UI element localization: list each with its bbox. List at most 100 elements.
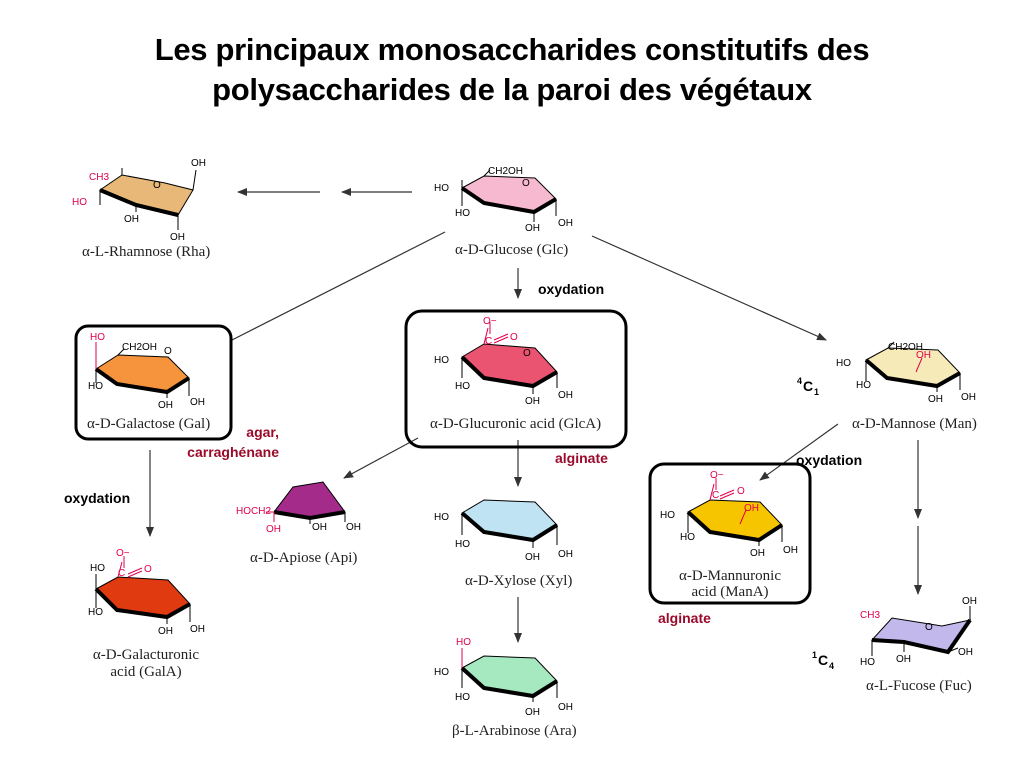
title-line-2: polysaccharides de la paroi des végétaux xyxy=(212,72,812,107)
fucose-ho-label: HO xyxy=(860,657,875,668)
conformation-1c4: 1 C 4 xyxy=(812,650,834,671)
mannuronic-oh-red-label: OH xyxy=(744,503,759,514)
mannuronic-caption-line-2: acid (ManA) xyxy=(691,584,768,600)
reaction-arrows xyxy=(146,188,922,643)
conf-4c1-subscript: 1 xyxy=(814,387,819,397)
arrow-glucose-to-mannose xyxy=(591,235,827,341)
arabinose-ring-front-edge xyxy=(460,666,559,699)
galacturonic-bond-1 xyxy=(117,561,123,578)
galacturonic-ho2-label: HO xyxy=(88,607,103,618)
glucuronic-o-dbl-label: O xyxy=(510,332,518,343)
conf-1c4-subscript: 4 xyxy=(829,661,834,671)
glucuronic-c-label: C xyxy=(485,336,492,347)
glucose-bond-1 xyxy=(483,169,491,177)
fucose-o-label: O xyxy=(925,622,933,633)
rhamnose-o-label: O xyxy=(153,180,161,191)
glucose-ch2oh-label: CH2OH xyxy=(488,166,523,177)
galacturonic-o-minus-label: O− xyxy=(116,548,130,559)
glucuronic-bond-3 xyxy=(493,333,509,341)
glucuronic-molecule: O− C O O HO HO OH OH α-D-Glucuronic acid… xyxy=(430,316,601,432)
galacturonic-c-label: C xyxy=(118,568,125,579)
highlight-boxes xyxy=(74,309,812,605)
mannuronic-o-dbl-label: O xyxy=(737,486,745,497)
conf-1c4-superscript: 1 xyxy=(812,650,817,660)
arrow-glucuronic-to-apiose xyxy=(343,437,419,479)
apiose-oh-mid-label: OH xyxy=(312,522,327,533)
apiose-caption: α-D-Apiose (Api) xyxy=(250,550,357,566)
oxydation-label-right: oxydation xyxy=(796,452,862,468)
galacturonic-molecule: O− C O HO HO OH OH α-D-Galacturonic acid… xyxy=(88,548,205,680)
galactose-ring-front-edge xyxy=(94,367,191,395)
galacturonic-caption-line-1: α-D-Galacturonic xyxy=(93,647,199,663)
rhamnose-ch3-label: CH3 xyxy=(89,172,109,183)
glucose-caption: α-D-Glucose (Glc) xyxy=(455,242,568,258)
glucuronic-o-label: O xyxy=(523,348,531,359)
page-title: Les principaux monosaccharides constitut… xyxy=(0,30,1024,110)
galacturonic-oh-mid-label: OH xyxy=(158,626,173,637)
glucose-o-label: O xyxy=(522,178,530,189)
xylose-ho2-label: HO xyxy=(455,539,470,550)
xylose-ho1-label: HO xyxy=(434,512,449,523)
mannose-ho1-label: HO xyxy=(836,358,851,369)
galacturonic-o-dbl-label: O xyxy=(144,564,152,575)
galactose-oh-right-label: OH xyxy=(190,397,205,408)
mannuronic-c-label: C xyxy=(712,490,719,501)
glucuronic-oh-right-label: OH xyxy=(558,390,573,401)
mannuronic-molecule: O− C O OH HO HO OH OH α-D-Mannuronic aci… xyxy=(660,470,798,600)
rhamnose-caption: α-L-Rhamnose (Rha) xyxy=(82,244,210,260)
xylose-oh-mid-label: OH xyxy=(525,552,540,563)
galactose-caption: α-D-Galactose (Gal) xyxy=(87,416,210,432)
fucose-oh-right-label: OH xyxy=(958,647,973,658)
agar-label-line-2: carraghénane xyxy=(187,444,279,460)
mannose-ho2-label: HO xyxy=(856,380,871,391)
title-line-1: Les principaux monosaccharides constitut… xyxy=(154,32,870,67)
galactose-ch2oh-label: CH2OH xyxy=(122,342,157,353)
mannuronic-o-minus-label: O− xyxy=(710,470,724,481)
glucose-molecule: CH2OH O HO HO OH OH α-D-Glucose (Glc) xyxy=(434,166,573,258)
mannose-ring-front-edge xyxy=(864,358,961,389)
mannuronic-oh-right-label: OH xyxy=(783,545,798,556)
xylose-oh-right-label: OH xyxy=(558,549,573,560)
mannose-molecule: CH2OH OH HO HO OH OH α-D-Mannose (Man) xyxy=(836,341,977,432)
glucuronic-ho2-label: HO xyxy=(455,381,470,392)
fucose-oh-top-label: OH xyxy=(962,596,977,607)
galacturonic-oh-right-label: OH xyxy=(190,624,205,635)
arabinose-oh-right-label: OH xyxy=(558,702,573,713)
agar-label-line-1: agar, xyxy=(246,424,279,440)
arabinose-molecule: HO HO HO OH OH β-L-Arabinose (Ara) xyxy=(434,637,577,739)
arabinose-ho-red-label: HO xyxy=(456,637,471,648)
glucose-ho2-label: HO xyxy=(455,208,470,219)
rhamnose-oh-mid-label: OH xyxy=(124,214,139,225)
mannuronic-ho1-label: HO xyxy=(660,510,675,521)
arabinose-ho2-label: HO xyxy=(455,692,470,703)
glucuronic-caption: α-D-Glucuronic acid (GlcA) xyxy=(430,416,601,432)
alginate-label-center: alginate xyxy=(555,450,608,466)
mannuronic-oh-mid-label: OH xyxy=(750,548,765,559)
galactose-box xyxy=(74,324,233,441)
galacturonic-bond-3 xyxy=(127,567,143,575)
mannuronic-bond-3 xyxy=(719,489,735,497)
mannose-oh-right-label: OH xyxy=(961,392,976,403)
oxydation-label-left: oxydation xyxy=(64,490,130,506)
mannose-oh-red-label: OH xyxy=(916,350,931,361)
glucose-oh-right-label: OH xyxy=(558,218,573,229)
galactose-oh-mid-label: OH xyxy=(158,400,173,411)
rhamnose-bond-2 xyxy=(192,169,197,191)
galacturonic-caption-line-2: acid (GalA) xyxy=(110,664,181,680)
conf-1c4-letter: C xyxy=(818,652,828,668)
galacturonic-ring-front-edge xyxy=(94,587,191,620)
glucuronic-bond-4 xyxy=(493,336,509,344)
galactose-bond-1 xyxy=(117,348,125,356)
mannose-bond-1 xyxy=(887,341,895,349)
arabinose-caption: β-L-Arabinose (Ara) xyxy=(452,723,577,739)
apiose-hoch2-label: HOCH2 xyxy=(236,506,271,517)
xylose-caption: α-D-Xylose (Xyl) xyxy=(465,573,572,589)
oxydation-label-center: oxydation xyxy=(538,281,604,297)
xylose-molecule: HO HO OH OH α-D-Xylose (Xyl) xyxy=(434,499,573,589)
galactose-ho-label: HO xyxy=(88,381,103,392)
mannose-oh-mid-label: OH xyxy=(928,394,943,405)
galacturonic-ho1-label: HO xyxy=(90,563,105,574)
mannuronic-bond-1 xyxy=(709,483,715,501)
xylose-ring-front-edge xyxy=(460,511,559,543)
galactose-molecule: HO CH2OH O HO OH OH α-D-Galactose (Gal) xyxy=(87,332,210,432)
